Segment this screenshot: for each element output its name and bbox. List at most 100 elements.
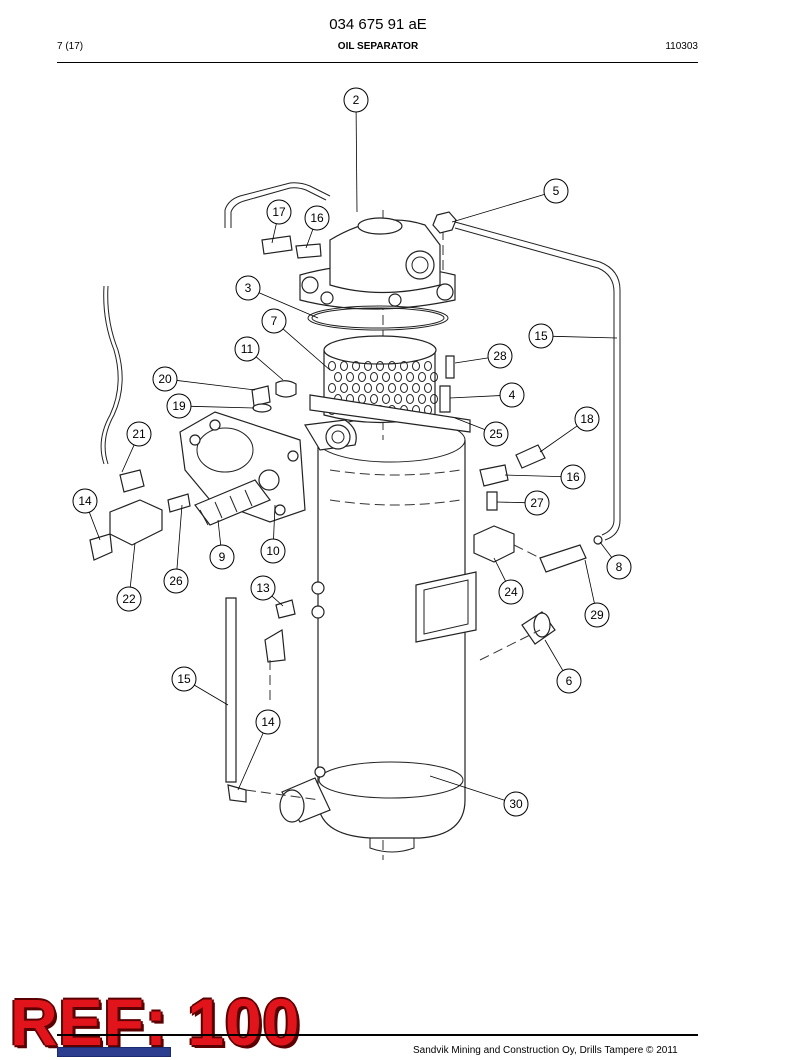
filter-hole [364,383,372,393]
callout-number: 24 [504,585,518,599]
callout-circle [260,538,286,564]
pipe-top-left-inner [230,187,327,228]
callout-16: 16 [560,464,586,490]
callout-18: 18 [574,406,600,432]
block-22 [109,499,163,546]
callout-number: 5 [553,184,560,198]
callout-circle [304,205,330,231]
callout-number: 15 [177,672,191,686]
callout-number: 16 [310,211,324,225]
filter-hole [328,361,336,371]
pipe-right [454,221,621,541]
leader-line-10 [273,504,276,540]
elbow-14 [264,629,286,663]
bracket [309,394,471,433]
filter-hole [334,372,342,382]
block-24 [473,525,515,563]
filter-hole [346,372,354,382]
callout-circle [250,575,276,601]
callout-19: 19 [166,393,192,419]
callout-number: 22 [122,592,136,606]
leader-line-6 [544,639,564,671]
callout-26: 26 [163,568,189,594]
hose-end [119,469,145,493]
leader-line-16 [504,474,562,478]
leader-line-13 [271,595,284,607]
filter-hole [400,361,408,371]
callout-7: 7 [261,308,287,334]
callout-17: 17 [266,199,292,225]
callout-circle [235,275,261,301]
filter-hole [388,361,396,371]
callout-circle [116,586,142,612]
callout-circle [261,308,287,334]
filter-hole [358,372,366,382]
filter-hole [430,394,438,404]
filter-hole [424,383,432,393]
leader-line-28 [454,357,489,364]
callout-number: 4 [509,388,516,402]
manifold-flange [179,411,357,523]
leader-line-18 [539,425,578,453]
leader-line-3 [258,292,319,319]
filter-hole [418,394,426,404]
callout-8: 8 [606,554,632,580]
leader-line-17 [271,223,277,244]
leader-line-9 [217,519,222,546]
plug-11 [275,380,297,398]
callout-circle [234,336,260,362]
leader-line-15 [552,335,618,339]
callout-14: 14 [72,488,98,514]
callout-number: 3 [245,281,252,295]
callout-number: 29 [590,608,604,622]
o-ring [307,305,449,331]
callout-number: 19 [172,399,186,413]
pipe-right-inner [454,227,615,536]
callout-number: 26 [169,574,183,588]
leader-line-11 [255,356,284,381]
callout-circle [606,554,632,580]
filter-hole [352,383,360,393]
callout-27: 27 [524,490,550,516]
filter-hole [376,383,384,393]
callout-5: 5 [543,178,569,204]
dash-link-2 [479,629,541,661]
hose-21-inner [104,285,123,465]
callout-number: 17 [272,205,286,219]
o-ring-inner [311,307,445,329]
leader-line-14 [237,732,264,791]
filter-hole [352,361,360,371]
header-rule [57,62,698,63]
callout-circle [499,382,525,408]
filter-hole [412,361,420,371]
callout-30: 30 [503,791,529,817]
leader-line-20 [176,380,256,391]
callout-number: 16 [566,470,580,484]
callout-13: 13 [250,575,276,601]
callout-circle [543,178,569,204]
filter-hole [418,372,426,382]
leader-line-15 [194,684,229,706]
union-18 [515,444,546,469]
callout-number: 10 [266,544,280,558]
filter-hole [382,372,390,382]
callout-29: 29 [584,602,610,628]
callout-14: 14 [255,709,281,735]
callout-number: 14 [78,494,92,508]
page-title: OIL SEPARATOR [337,41,419,52]
callout-circle [171,666,197,692]
hose-21 [100,285,119,465]
vent-28 [445,355,455,379]
plug-6 [521,611,556,645]
callout-circle [487,343,513,369]
callout-9: 9 [209,544,235,570]
filter-hole [424,361,432,371]
ref-stamp: REF: 100 [10,985,301,1059]
filter-hole [388,383,396,393]
filter-hole [406,394,414,404]
pipe-15-vertical [225,597,247,803]
separator-head [299,217,456,310]
filter-hole [340,361,348,371]
leader-line-4 [449,395,501,399]
